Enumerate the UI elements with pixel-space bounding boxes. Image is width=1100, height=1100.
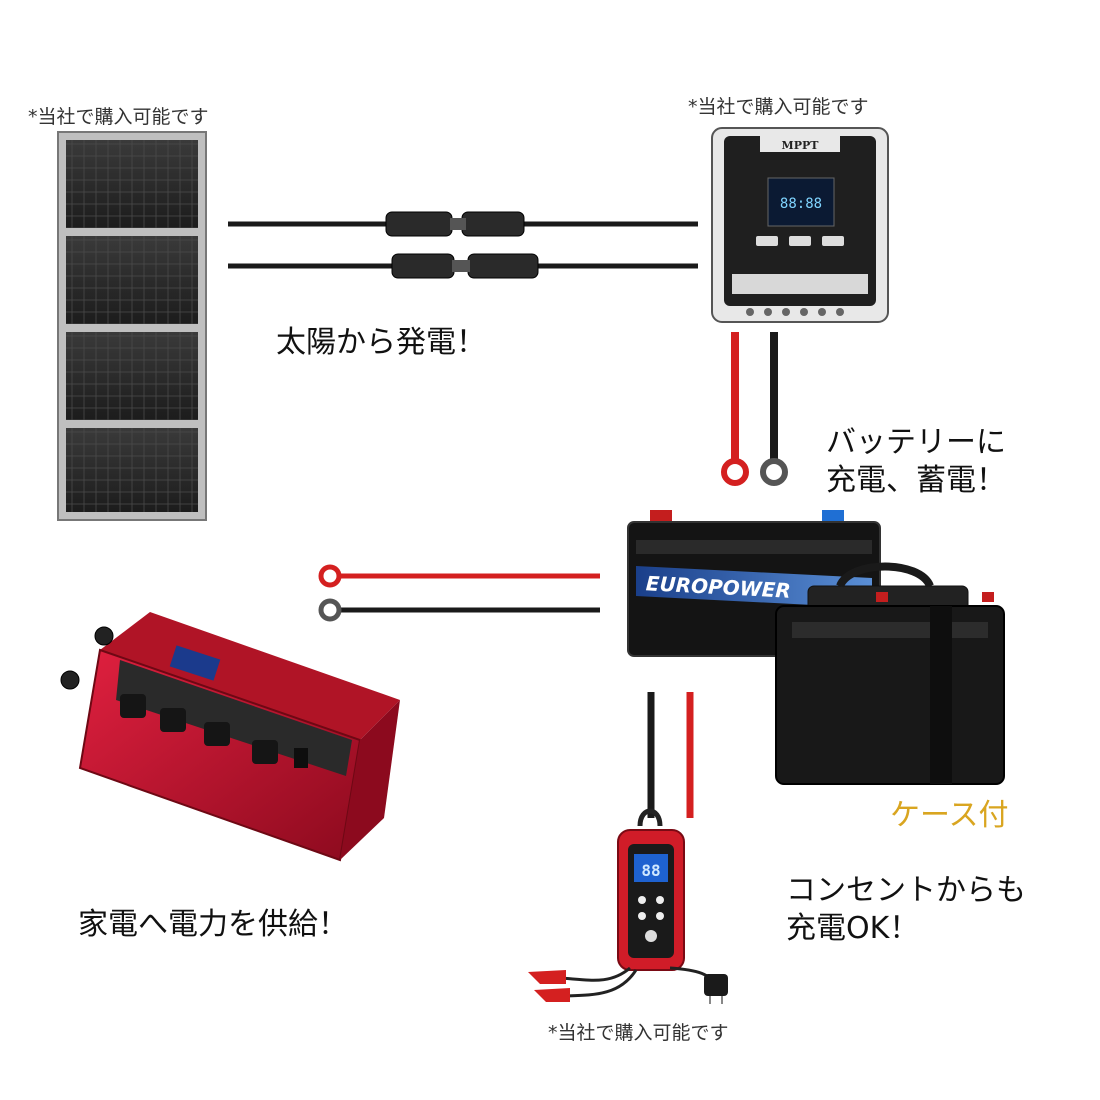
solar-cell-1 (66, 140, 198, 228)
solar-cell-4 (66, 428, 198, 512)
mc4-connector-bottom (392, 254, 538, 278)
charger-red-clamp (528, 970, 566, 984)
power-inverter (61, 612, 400, 860)
battery-case (776, 567, 1004, 785)
controller-brand-label: MPPT (782, 139, 820, 152)
controller-display-readout: 88:88 (780, 196, 822, 212)
charger-ac-plug (704, 974, 728, 996)
inverter-terminal-negative (95, 627, 113, 645)
solar-cell-3 (66, 332, 198, 420)
solar-cell-2 (66, 236, 198, 324)
controller-button-1 (756, 236, 778, 246)
panel-cables (228, 212, 698, 278)
red-ring-terminal-top (724, 461, 746, 483)
mppt-controller: MPPT 88:88 (712, 128, 888, 322)
red-ring-terminal-left (321, 567, 339, 585)
black-ring-terminal-left (321, 601, 339, 619)
charger-red-clamp-2 (534, 988, 570, 1002)
mc4-connector-top (386, 212, 524, 236)
battery-charger: 88 (528, 811, 728, 1004)
battery-inverter-wires (321, 567, 600, 619)
charger-display-readout: 88 (641, 861, 660, 880)
inverter-outlet-3 (204, 722, 230, 746)
inverter-outlet-4 (252, 740, 278, 764)
inverter-outlet-1 (120, 694, 146, 718)
controller-button-2 (789, 236, 811, 246)
controller-button-3 (822, 236, 844, 246)
inverter-outlet-2 (160, 708, 186, 732)
controller-battery-wires (724, 332, 785, 483)
black-ring-terminal-top (763, 461, 785, 483)
charger-battery-wires (651, 692, 690, 818)
inverter-terminal-positive (61, 671, 79, 689)
solar-panel (58, 132, 206, 520)
inverter-power-switch (294, 748, 308, 768)
charger-mode-button (645, 930, 657, 942)
case-strap (930, 606, 952, 784)
